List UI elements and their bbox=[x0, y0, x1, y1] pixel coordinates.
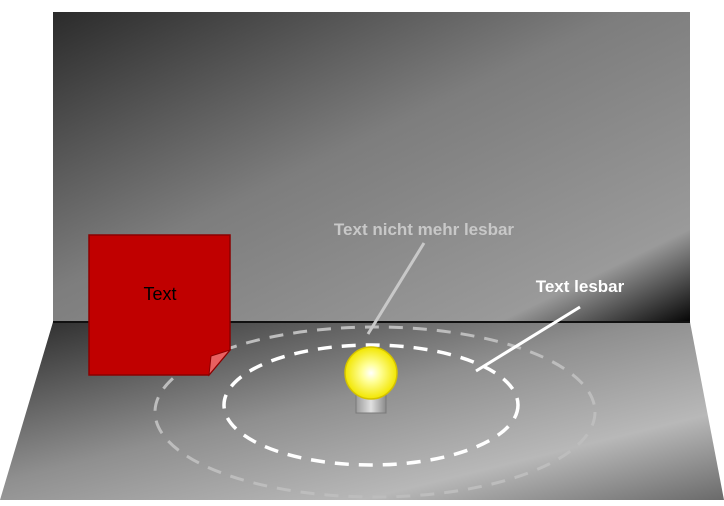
sticky-note: Text bbox=[88, 234, 232, 377]
inner-light-ring bbox=[222, 343, 520, 467]
unreadable-label: Text nicht mehr lesbar bbox=[334, 220, 515, 239]
sticky-note-text: Text bbox=[143, 284, 176, 304]
bulb-icon bbox=[344, 346, 398, 400]
sticky-note-fold bbox=[208, 349, 232, 377]
outer-light-ring bbox=[153, 325, 597, 499]
unreadable-pointer-line bbox=[366, 242, 426, 335]
readable-pointer-line bbox=[475, 305, 581, 373]
readable-label: Text lesbar bbox=[536, 277, 625, 296]
sticky-note-body bbox=[88, 234, 231, 376]
